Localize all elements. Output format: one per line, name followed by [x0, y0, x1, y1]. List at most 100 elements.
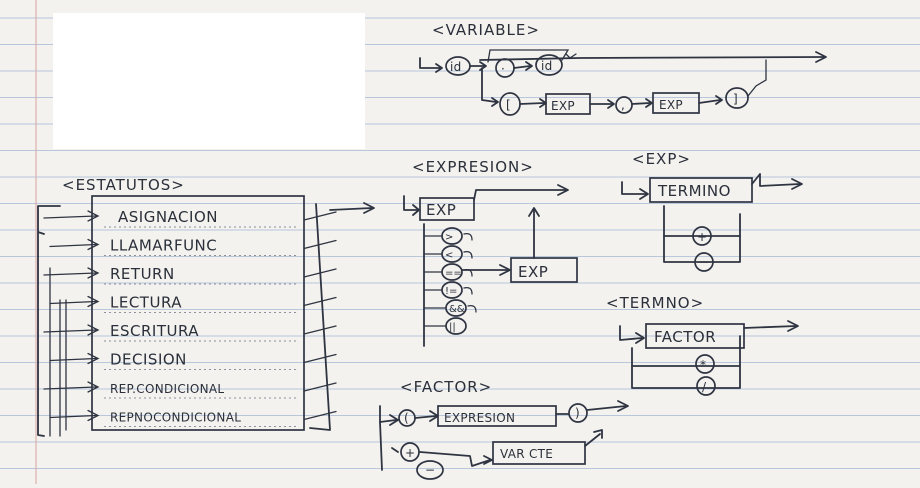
plus-node [692, 226, 712, 246]
id-node-1-label: id [450, 60, 462, 74]
statement-item: RETURN [110, 265, 175, 283]
exp-loop [663, 205, 741, 263]
statements-box [91, 195, 305, 431]
open-paren-label: ( [404, 411, 409, 425]
minus-node-label: − [699, 255, 709, 269]
factor-box [645, 323, 745, 349]
statement-entry-arrowhead [87, 324, 100, 336]
operator-node [441, 263, 463, 281]
factor-plus-node [400, 442, 420, 462]
statement-list: ASIGNACIONLLAMARFUNCRETURNLECTURAESCRITU… [104, 208, 296, 427]
plus-node-label: + [697, 230, 707, 244]
operator-return [463, 232, 473, 241]
statement-item: DECISION [110, 351, 187, 369]
statement-entry-arrow [49, 357, 97, 362]
statement-exit-tick [303, 296, 337, 307]
close-paren-node [568, 403, 588, 423]
operator-return [463, 286, 473, 295]
redacted-area [53, 13, 365, 149]
exp-diagram: <EXP> TERMINO + − [621, 150, 803, 272]
expresion-box [437, 405, 557, 427]
operator-node [441, 227, 463, 245]
expresion-exp-box-2 [510, 257, 578, 283]
statement-entry-arrowhead [87, 267, 100, 279]
statement-exit-tick [303, 410, 337, 421]
statement-exit-tick [303, 268, 337, 278]
statement-entry-arrow [43, 386, 97, 390]
operator-node [445, 317, 467, 335]
factor-diagram: <FACTOR> ( EXPRESION ) + − VAR CTE [379, 378, 629, 480]
divide-node [696, 376, 716, 396]
termino-loop [631, 335, 741, 389]
operator-label: || [449, 322, 456, 333]
variable-title: <VARIABLE> [432, 21, 540, 39]
close-paren-label: ) [575, 406, 580, 420]
statement-entry-arrow [43, 272, 97, 276]
operator-label: > [445, 232, 453, 243]
operator-return [467, 304, 477, 313]
id-node-2-label: id [541, 59, 553, 73]
factor-box-label: FACTOR [654, 328, 716, 346]
statement-exit-tick [303, 211, 337, 221]
divide-node-label: / [702, 380, 707, 394]
statement-entry-arrows [43, 210, 100, 422]
exp-box-2-label: EXP [659, 98, 683, 112]
estatutos-entry-rail [37, 205, 61, 437]
estatutos-title: <ESTATUTOS> [62, 176, 185, 194]
statement-exit-tick [303, 382, 337, 392]
statement-entry-arrow [43, 215, 97, 219]
expresion-exp-box-2-label: EXP [518, 263, 548, 281]
statement-item: ASIGNACION [118, 208, 218, 226]
statement-item: REPNOCONDICIONAL [110, 411, 241, 425]
operator-options: ><==!=&&|| [423, 227, 477, 335]
statement-item: ESCRITURA [110, 322, 199, 340]
operator-label: && [449, 304, 465, 315]
statement-entry-arrow [49, 300, 97, 305]
factor-minus-node [416, 460, 444, 480]
exit-ticks [303, 211, 337, 421]
statement-exit-tick [303, 325, 337, 335]
statement-item: LECTURA [110, 294, 182, 312]
expresion-diagram: <EXPRESION> EXP ><==!=&&|| EXP [403, 158, 578, 347]
close-bracket-node [725, 87, 749, 109]
expresion-exp-box [419, 197, 475, 221]
statement-entry-arrowhead [87, 295, 100, 308]
times-node [695, 354, 715, 374]
minus-node [694, 252, 714, 272]
times-node-label: * [700, 358, 706, 372]
close-bracket-label: ] [733, 92, 738, 106]
comma-node-label: , [621, 98, 625, 112]
id-node-2 [535, 54, 563, 76]
statement-item: REP.CONDICIONAL [110, 382, 224, 396]
expresion-title: <EXPRESION> [412, 158, 534, 176]
statement-entry-arrow [49, 243, 97, 248]
variable-entry-arrow [419, 57, 441, 69]
termino-diagram: <TERMNO> FACTOR * / [606, 294, 799, 396]
exp-box-1-label: EXP [551, 99, 575, 113]
estatutos-exit-rail [309, 203, 331, 431]
operator-label: == [445, 268, 462, 279]
dot-node-label: · [501, 62, 505, 76]
statement-entry-arrow [43, 329, 97, 333]
statement-entry-arrow [49, 414, 97, 419]
expresion-exp-box-label: EXP [426, 201, 456, 219]
estatutos-diagram: <ESTATUTOS> ASIGNACIONLLAMARFUNCRETURNLE… [37, 176, 375, 437]
varcte-box [492, 441, 586, 465]
statement-entry-arrowhead [87, 210, 100, 222]
statement-entry-arrowhead [87, 381, 100, 393]
factor-minus-label: − [425, 463, 435, 477]
operator-node [441, 281, 463, 299]
termino-box [649, 177, 753, 203]
operator-label: < [445, 250, 453, 261]
open-bracket-label: [ [506, 98, 511, 112]
statement-entry-arrowhead [87, 238, 100, 251]
termino-box-label: TERMINO [657, 182, 731, 200]
statement-entry-arrowhead [87, 352, 100, 365]
variable-diagram: <VARIABLE> id · id [ EXP [419, 21, 827, 116]
expresion-box-label: EXPRESION [444, 411, 515, 425]
statement-entry-arrowhead [87, 409, 100, 422]
statement-exit-tick [303, 239, 337, 250]
exp-title: <EXP> [632, 150, 691, 168]
